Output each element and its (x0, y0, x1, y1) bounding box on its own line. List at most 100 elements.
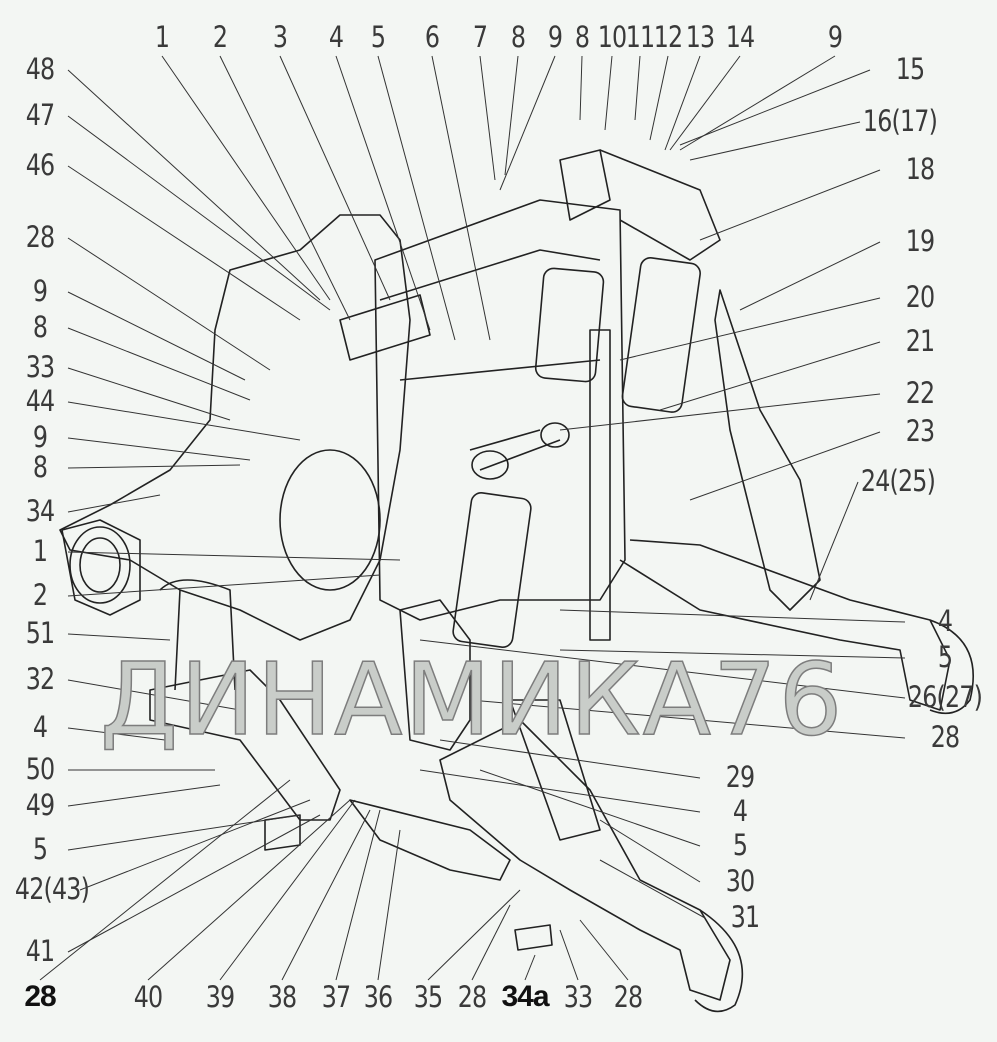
leader-line (579, 919, 629, 981)
leader-line (335, 55, 431, 331)
leader-line (67, 437, 251, 461)
callout-left-12: 2 (32, 578, 48, 612)
leader-line (219, 799, 356, 981)
leader-line (39, 779, 291, 981)
callout-middle-0: 4 (937, 604, 953, 638)
leader-line (377, 829, 401, 981)
leader-line (604, 55, 613, 131)
leader-line (699, 169, 881, 241)
leader-line (67, 814, 301, 851)
leader-line (599, 819, 701, 883)
leader-line (67, 327, 251, 401)
callout-top-9: 8 (574, 20, 590, 54)
callout-right-7: 23 (905, 414, 935, 448)
leader-line (67, 679, 241, 711)
leader-line (427, 889, 521, 981)
leader-line (67, 551, 401, 561)
callout-right-2: 18 (905, 152, 935, 186)
leader-line (161, 55, 331, 301)
leader-line (67, 464, 241, 469)
leader-line (659, 341, 881, 411)
callout-bottom-2: 38 (267, 980, 297, 1014)
leader-line (419, 639, 906, 699)
callout-top-8: 9 (547, 20, 563, 54)
leader-line (559, 609, 906, 623)
leader-line (634, 55, 641, 121)
leader-line (619, 297, 881, 361)
leader-line (649, 55, 669, 141)
callout-bottom-6: 28 (457, 980, 487, 1014)
leader-line (479, 55, 496, 181)
callout-bottom-1: 39 (205, 980, 235, 1014)
callout-middle-7: 30 (725, 864, 755, 898)
callout-top-3: 4 (328, 20, 344, 54)
callout-left-6: 33 (25, 350, 55, 384)
callout-bottom-5: 35 (413, 980, 443, 1014)
callout-left-5: 8 (32, 310, 48, 344)
callout-left-0: 48 (25, 52, 55, 86)
callout-left-11: 1 (32, 534, 48, 568)
callout-top-15: 9 (827, 20, 843, 54)
leader-line (281, 809, 371, 981)
callout-right-6: 22 (905, 376, 935, 410)
leader-line (559, 649, 906, 659)
leader-line (599, 859, 706, 919)
callout-right-5: 21 (905, 324, 935, 358)
leader-line (669, 55, 741, 151)
leader-line (67, 814, 321, 953)
leader-line (471, 904, 511, 981)
leader-line (579, 55, 583, 121)
callout-middle-5: 4 (732, 794, 748, 828)
leader-line (219, 55, 351, 321)
leader-line (439, 739, 701, 779)
callout-right-1: 16(17) (862, 104, 938, 138)
leader-line (419, 769, 701, 813)
leader-line (504, 55, 519, 176)
leader-line (67, 784, 221, 807)
leader-line (377, 55, 456, 341)
leader-line (67, 367, 231, 421)
leader-line (67, 401, 301, 441)
callout-top-1: 2 (212, 20, 228, 54)
callout-left-18: 5 (32, 832, 48, 866)
callout-top-7: 8 (510, 20, 526, 54)
callout-bottom-8: 28 (613, 980, 643, 1014)
callout-left-9: 8 (32, 450, 48, 484)
callout-bottom-3: 37 (321, 980, 351, 1014)
leader-line (479, 769, 701, 847)
leader-line (67, 165, 301, 321)
callout-top-11: 11 (625, 20, 655, 54)
callout-left-17: 49 (25, 788, 55, 822)
callout-left-14: 32 (25, 662, 55, 696)
callout-middle-1: 5 (937, 640, 953, 674)
callout-left-15: 4 (32, 710, 48, 744)
watermark: ДИНАМИКА76 (99, 641, 845, 758)
leader-line (559, 393, 881, 431)
callout-middle-6: 5 (732, 828, 748, 862)
callout-left-13: 51 (25, 616, 55, 650)
leader-line (67, 727, 166, 741)
callout-left-19: 42(43) (14, 872, 90, 906)
leader-line (67, 69, 321, 301)
leader-line (67, 237, 271, 371)
callout-top-13: 13 (685, 20, 715, 54)
leader-line (524, 954, 536, 981)
leader-line (67, 291, 246, 381)
callout-bold-0: 28 (24, 980, 56, 1013)
top-link (469, 429, 561, 471)
leader-line (469, 699, 906, 739)
callout-right-3: 19 (905, 224, 935, 258)
callout-middle-8: 31 (730, 900, 760, 934)
callout-top-5: 6 (424, 20, 440, 54)
callout-left-8: 9 (32, 420, 48, 454)
callout-left-3: 28 (25, 220, 55, 254)
leader-line (335, 809, 381, 981)
callout-right-0: 15 (895, 52, 925, 86)
leader-line (67, 574, 381, 597)
callout-bottom-4: 36 (363, 980, 393, 1014)
callout-middle-2: 26(27) (907, 680, 983, 714)
leader-line (679, 69, 871, 146)
leader-line (689, 431, 881, 501)
callout-right-4: 20 (905, 280, 935, 314)
callout-bottom-7: 33 (563, 980, 593, 1014)
